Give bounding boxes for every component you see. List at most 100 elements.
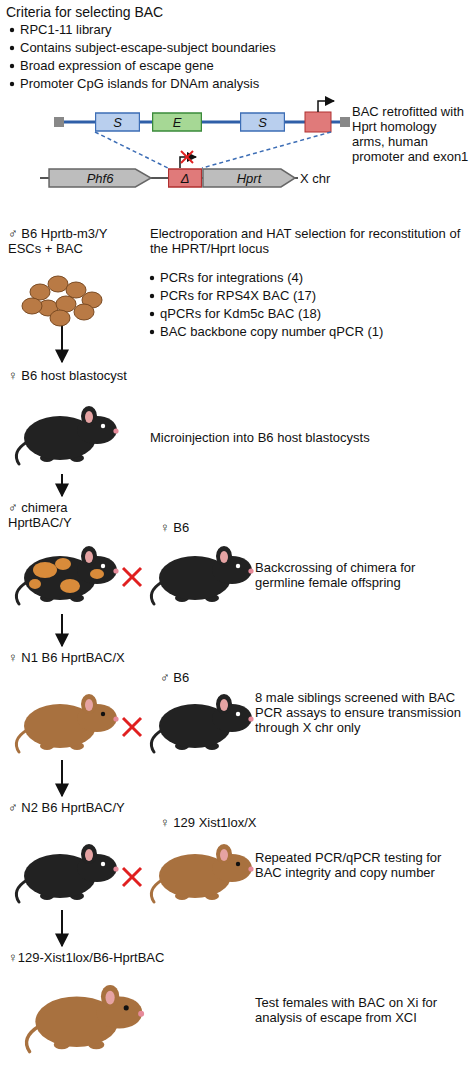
chimera-patch xyxy=(90,569,104,579)
gene-arrow: Phf6 xyxy=(48,168,152,188)
step-note: Microinjection into B6 host blastocysts xyxy=(150,430,450,445)
mouse-nose xyxy=(113,716,118,721)
escape-gene-box: E xyxy=(152,112,202,132)
node-border xyxy=(49,169,151,187)
mouse-nose xyxy=(248,866,253,871)
mouse-ear xyxy=(216,844,232,864)
node-text: S xyxy=(113,115,122,130)
node-border xyxy=(168,169,201,187)
cross-symbols xyxy=(123,568,141,886)
mouse-ear-inner xyxy=(85,551,93,563)
mouse-ear-inner xyxy=(85,699,93,711)
node-text: Hprt xyxy=(237,171,262,186)
chromosome-label: X chr xyxy=(300,171,360,186)
mouse-figure xyxy=(16,406,118,464)
mouse-tail xyxy=(16,880,27,902)
animal-label: ♂ B6 xyxy=(160,670,240,685)
mouse-eye xyxy=(101,862,105,866)
mouse-nose xyxy=(138,1011,144,1017)
mouse-figure xyxy=(16,694,118,752)
step-note: Electroporation and HAT selection for re… xyxy=(150,226,468,256)
mouse-ear xyxy=(81,844,97,864)
es-cell xyxy=(74,304,94,320)
mouse-tail xyxy=(151,730,162,752)
mouse-tail xyxy=(16,442,27,464)
mouse-tail xyxy=(151,582,162,604)
node-text: Phf6 xyxy=(87,171,114,186)
criteria-item: RPC1-11 library xyxy=(20,22,350,37)
mouse-figure xyxy=(16,546,118,604)
animal-label: ♀ N1 B6 HprtBAC/X xyxy=(8,650,128,665)
mouse-eye xyxy=(101,712,105,716)
mouse-ear xyxy=(81,546,97,566)
step-note: Repeated PCR/qPCR testing for BAC integr… xyxy=(255,850,467,880)
step-note: Backcrossing of chimera for germline fem… xyxy=(255,560,467,590)
gene-arrow: Hprt xyxy=(202,168,296,188)
bullet-dots xyxy=(10,28,154,334)
mouse-tail xyxy=(16,730,27,752)
animal-label: ♀ B6 host blastocyst xyxy=(8,368,138,383)
es-cell xyxy=(48,276,68,292)
subject-gene-box: S xyxy=(95,112,140,132)
mouse-ear xyxy=(101,985,119,1008)
step-note: Test females with BAC on Xi for analysis… xyxy=(255,995,467,1025)
mouse-eye xyxy=(236,712,240,716)
mouse-ear-inner xyxy=(85,411,93,423)
mouse-figure xyxy=(151,546,253,604)
mouse-eye xyxy=(124,1005,129,1010)
node-border xyxy=(203,169,295,187)
mouse-ear xyxy=(81,694,97,714)
mouse-ear-inner xyxy=(85,849,93,861)
construct-note: BAC retrofitted with Hprt homology arms,… xyxy=(352,104,470,164)
mouse-nose xyxy=(113,568,118,573)
node-text: S xyxy=(258,115,267,130)
mouse-eye xyxy=(101,424,105,428)
node-text: Δ xyxy=(181,171,190,186)
mouse-ear-inner xyxy=(220,551,228,563)
deletion-box: Δ xyxy=(168,168,202,188)
animal-label: ♂ N2 B6 HprtBAC/Y xyxy=(8,800,128,815)
assay-item: PCRs for integrations (4) xyxy=(160,270,460,285)
assay-item: BAC backbone copy number qPCR (1) xyxy=(160,324,460,339)
cell-label: ♂ B6 Hprtb-m3/Y ESCs + BAC xyxy=(8,226,136,256)
assay-item: PCRs for RPS4X BAC (17) xyxy=(160,288,460,303)
animal-label: ♀129-Xist1lox/B6-HprtBAC xyxy=(8,950,268,965)
mouse-nose xyxy=(248,568,253,573)
animal-label: ♀ 129 Xist1lox/X xyxy=(160,815,270,830)
chimera-patch xyxy=(55,558,71,570)
mouse-tail xyxy=(16,582,27,604)
criteria-item: Promoter CpG islands for DNAm analysis xyxy=(20,76,360,91)
mouse-tail xyxy=(27,1026,39,1051)
node-border xyxy=(240,113,284,131)
figure-title: Criteria for selecting BAC xyxy=(6,4,163,20)
mouse-tail xyxy=(151,880,162,902)
mouse-figure xyxy=(27,985,145,1052)
mouse-nose xyxy=(248,716,253,721)
mouse-figure xyxy=(151,694,253,752)
step-note: 8 male siblings screened with BAC PCR as… xyxy=(255,690,467,735)
node-text: E xyxy=(173,115,182,130)
mouse-ear-inner xyxy=(106,991,115,1005)
mouse-figure xyxy=(151,844,253,902)
mouse-figure xyxy=(16,844,118,902)
node-border xyxy=(153,113,202,131)
mouse-nose xyxy=(113,866,118,871)
mouse-eye xyxy=(101,564,105,568)
chimera-patch xyxy=(33,562,57,578)
mouse-nose xyxy=(113,428,118,433)
mouse-eye xyxy=(236,862,240,866)
mouse-eye xyxy=(236,564,240,568)
mouse-ear xyxy=(81,406,97,426)
criteria-item: Contains subject-escape-subject boundari… xyxy=(20,40,360,55)
es-cell xyxy=(50,310,70,326)
chimera-patch xyxy=(60,579,80,593)
mouse-ear xyxy=(216,694,232,714)
subject-gene-box: S xyxy=(240,112,285,132)
criteria-item: Broad expression of escape gene xyxy=(20,58,350,73)
es-cell xyxy=(22,298,42,314)
animal-label: ♀ B6 xyxy=(160,520,240,535)
chimera-patch xyxy=(29,579,41,589)
stage-arrows xyxy=(61,322,63,946)
assay-item: qPCRs for Kdm5c BAC (18) xyxy=(160,306,460,321)
